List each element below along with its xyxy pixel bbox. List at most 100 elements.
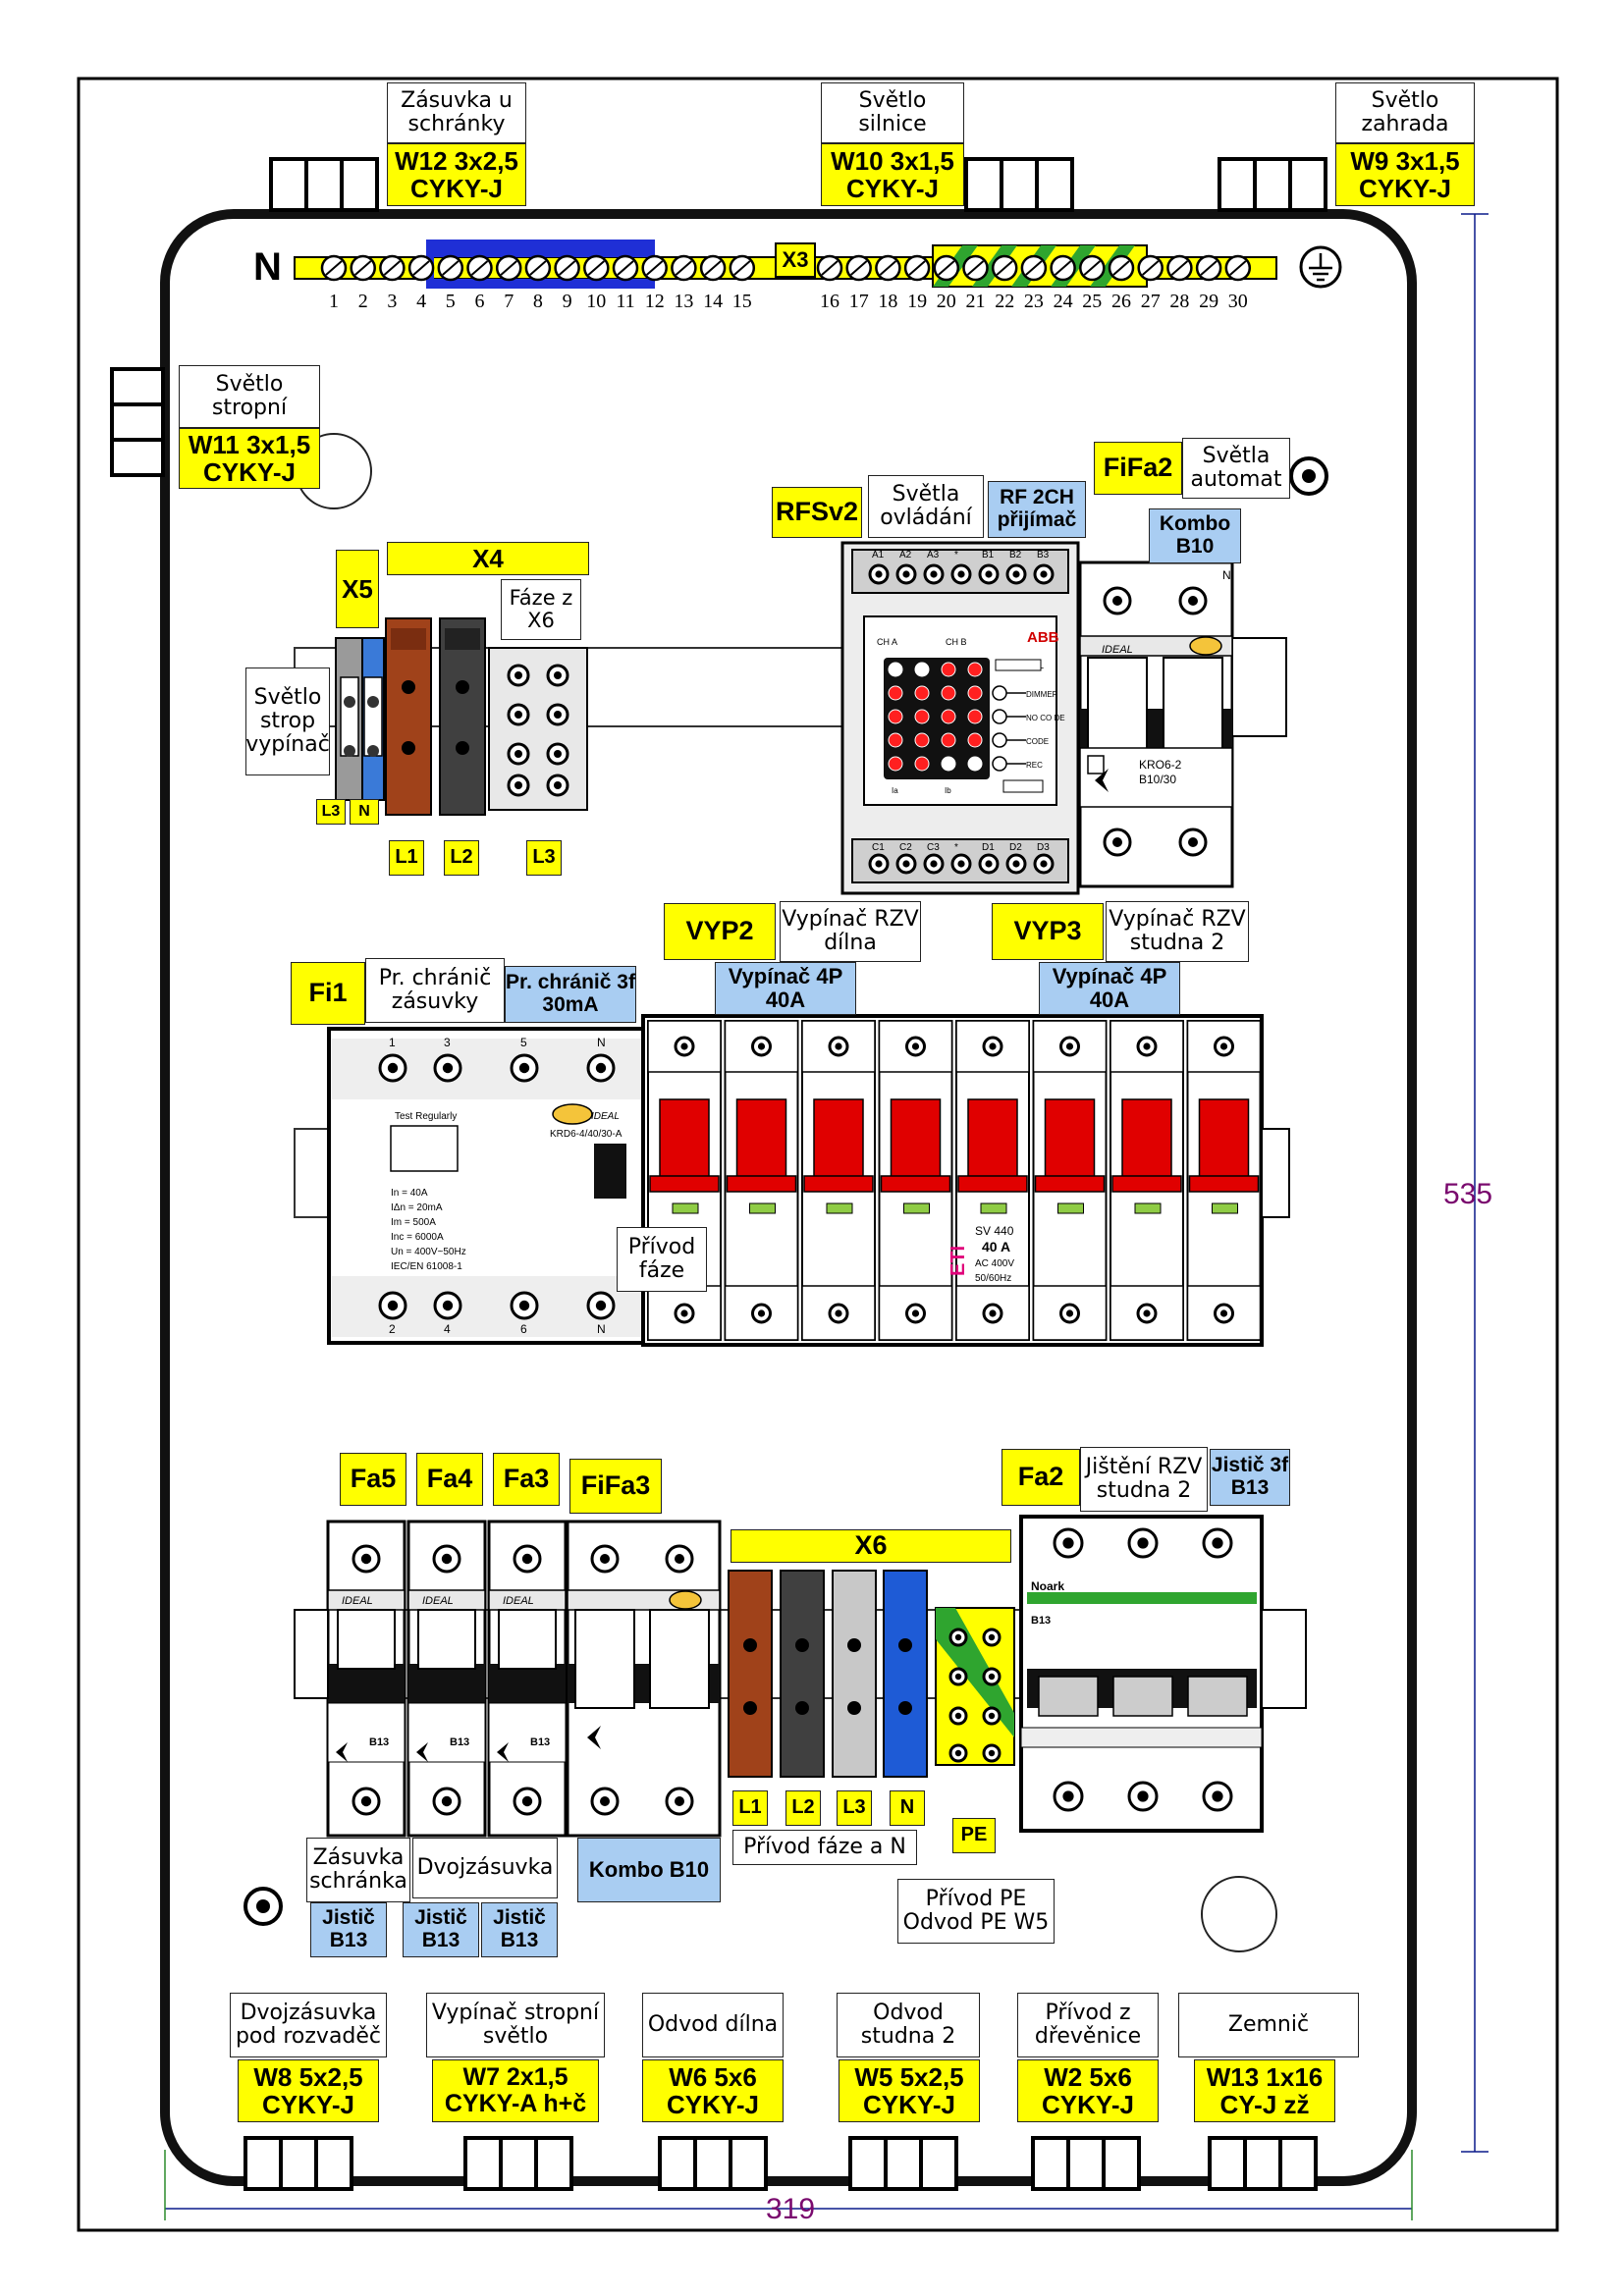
rf-terminal-label: * bbox=[954, 550, 958, 561]
cable-w9-code: W9 3x1,5 CYKY-J bbox=[1335, 143, 1475, 206]
cable-gland bbox=[1208, 2136, 1318, 2191]
label-fa2: Fa2 bbox=[1001, 1449, 1080, 1506]
terminal-number: 14 bbox=[703, 291, 724, 312]
terminal-number: 21 bbox=[965, 291, 986, 312]
label-rf-2ch: RF 2CH přijímač bbox=[988, 481, 1086, 538]
mcb-model: KRO6-2 bbox=[1139, 758, 1182, 772]
terminal-screw bbox=[612, 254, 639, 282]
ideal-brand: IDEAL bbox=[342, 1595, 373, 1607]
rf-terminal-label: B3 bbox=[1037, 550, 1050, 561]
x6-l1: L1 bbox=[732, 1790, 768, 1826]
terminals-x6 bbox=[728, 1570, 1015, 1778]
gland-left bbox=[110, 367, 165, 477]
label-svetlo-strop-vypinac: Světlo strop vypínač bbox=[245, 667, 330, 775]
switch-pole bbox=[647, 1020, 722, 1341]
terminal-number: 4 bbox=[416, 291, 427, 312]
cable-w6-desc: Odvod dílna bbox=[642, 1993, 784, 2057]
rf-terminal-label: C2 bbox=[899, 842, 912, 853]
label-rfsv2: RFSv2 bbox=[772, 487, 862, 538]
abb-ib-label: Ib bbox=[945, 786, 951, 795]
rcd-spec: IEC/EN 61008-1 bbox=[391, 1261, 462, 1272]
mcb-b13: B13 bbox=[450, 1736, 469, 1748]
terminal-number: 10 bbox=[586, 291, 607, 312]
label-privod-pe: Přívod PE Odvod PE W5 bbox=[897, 1879, 1055, 1944]
abb-channel-label: OFF bbox=[913, 651, 927, 658]
pole-number: N bbox=[597, 1036, 606, 1049]
pole-number: 3 bbox=[444, 1036, 451, 1049]
ideal-brand: IDEAL bbox=[591, 1111, 620, 1122]
terminal-screw bbox=[641, 254, 668, 282]
x5-l3: L3 bbox=[316, 799, 346, 825]
terminal-screw bbox=[1050, 254, 1076, 282]
rf-terminal-label: D3 bbox=[1037, 842, 1050, 853]
x3-label: X3 bbox=[782, 247, 809, 273]
cable-w12-code: W12 3x2,5 CYKY-J bbox=[387, 143, 526, 206]
rcd-spec: Im = 500A bbox=[391, 1217, 436, 1228]
terminal-screw bbox=[933, 254, 960, 282]
terminal-number: 27 bbox=[1140, 291, 1161, 312]
terminal-screw bbox=[495, 254, 522, 282]
terminal-number: 11 bbox=[616, 291, 635, 312]
rcd-spec: IΔn = 20mA bbox=[391, 1202, 443, 1213]
rcd-spec: Un = 400V~50Hz bbox=[391, 1247, 466, 1257]
mcb-b13: B13 bbox=[369, 1736, 389, 1748]
abb-logo: ABB bbox=[1027, 629, 1059, 646]
label-jistic-b13-2: Jistič B13 bbox=[403, 1902, 479, 1957]
rcbo-fifa3 bbox=[566, 1520, 722, 1838]
cable-w11-desc: Světlo stropní bbox=[179, 365, 320, 428]
rf-terminal-label: C3 bbox=[927, 842, 940, 853]
switch-pole bbox=[1186, 1020, 1262, 1341]
rf-terminal-label: D2 bbox=[1009, 842, 1022, 853]
terminal-number: 15 bbox=[731, 291, 752, 312]
terminal-screw bbox=[1224, 254, 1252, 282]
cable-w8-desc: Dvojzásuvka pod rozvaděč bbox=[230, 1993, 387, 2057]
switch-freq: 50/60Hz bbox=[975, 1273, 1011, 1284]
terminal-screw bbox=[407, 254, 435, 282]
cable-gland bbox=[658, 2136, 768, 2191]
terminal-screw bbox=[1195, 254, 1222, 282]
label-x6: X6 bbox=[731, 1529, 1011, 1563]
terminal-screw bbox=[583, 254, 610, 282]
mcb-b13: B13 bbox=[530, 1736, 550, 1748]
cable-w11-code: W11 3x1,5 CYKY-J bbox=[179, 428, 320, 489]
rcd-spec: Inc = 6000A bbox=[391, 1232, 444, 1243]
terminal-number: 19 bbox=[907, 291, 928, 312]
terminal-number: 29 bbox=[1199, 291, 1219, 312]
cable-w13-code: W13 1x16 CY-J zž bbox=[1194, 2059, 1335, 2122]
cable-w5-code: W5 5x2,5 CYKY-J bbox=[839, 2059, 980, 2122]
dim-width: 319 bbox=[766, 2193, 816, 2225]
terminal-number: 6 bbox=[474, 291, 485, 312]
abb-ia-label: Ia bbox=[892, 786, 898, 795]
switch-voltage: AC 400V bbox=[975, 1258, 1014, 1269]
terminal-screw bbox=[466, 254, 493, 282]
terminal-screw bbox=[524, 254, 552, 282]
label-vypinac-4p-a: Vypínač 4P 40A bbox=[715, 962, 856, 1015]
label-svetla-ovladani: Světla ovládání bbox=[868, 475, 984, 538]
label-vypinac-rzv-dilna: Vypínač RZV dílna bbox=[780, 901, 921, 962]
noark-brand: Noark bbox=[1031, 1579, 1064, 1593]
terminal-screw bbox=[350, 254, 376, 282]
label-vyp2: VYP2 bbox=[664, 903, 776, 960]
cable-w12-desc: Zásuvka u schránky bbox=[387, 82, 526, 143]
gland-top-1 bbox=[269, 157, 379, 212]
test-regularly: Test Regularly bbox=[395, 1111, 457, 1122]
terminal-number: 26 bbox=[1111, 291, 1131, 312]
terminal-screw bbox=[699, 254, 727, 282]
label-vyp3: VYP3 bbox=[992, 903, 1104, 960]
terminal-number: 3 bbox=[387, 291, 398, 312]
terminal-number: 24 bbox=[1053, 291, 1073, 312]
sheet-frame bbox=[77, 77, 1559, 2232]
rf-terminal-label: B2 bbox=[1009, 550, 1022, 561]
ideal-brand: IDEAL bbox=[422, 1595, 454, 1607]
x6-l3: L3 bbox=[837, 1790, 872, 1826]
pole-number: 4 bbox=[444, 1322, 451, 1336]
terminal-screw bbox=[379, 254, 406, 282]
cable-w9-desc: Světlo zahrada bbox=[1335, 82, 1475, 143]
gland-top-3 bbox=[1218, 157, 1327, 212]
terminal-number: 23 bbox=[1023, 291, 1044, 312]
terminal-number: 5 bbox=[445, 291, 456, 312]
label-fi1: Fi1 bbox=[291, 962, 365, 1025]
x6-n: N bbox=[890, 1790, 925, 1826]
